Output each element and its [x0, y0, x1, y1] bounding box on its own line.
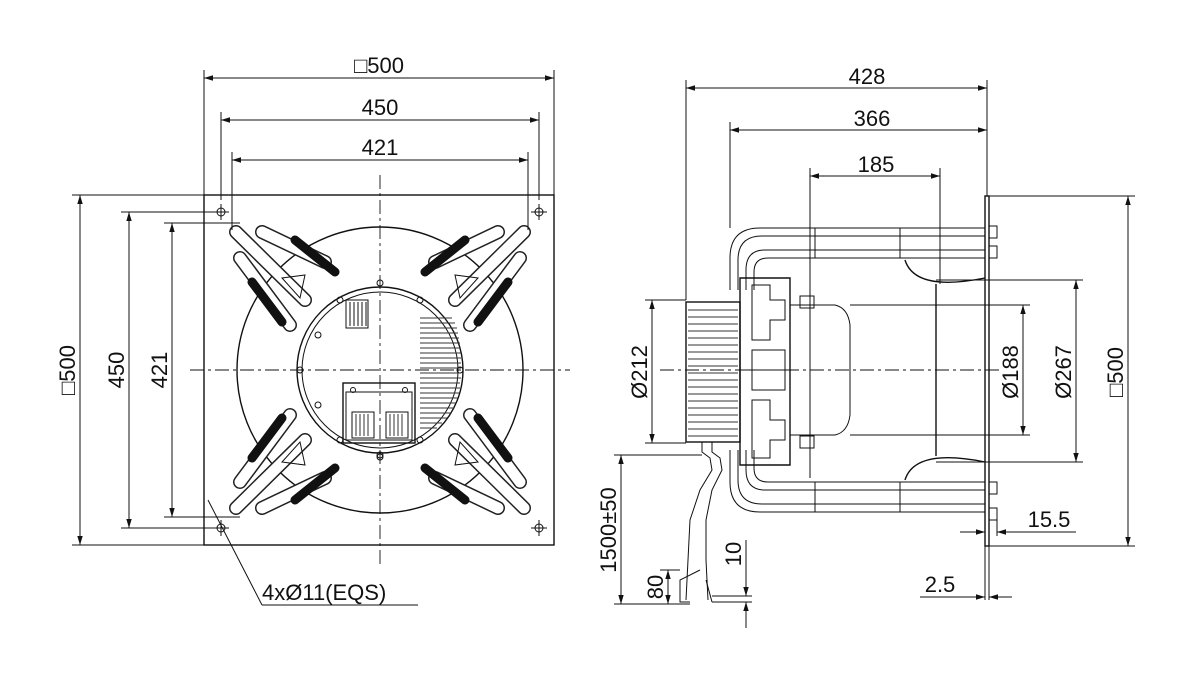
terminal-box [342, 382, 416, 459]
dim-2-5: 2.5 [925, 572, 956, 597]
dim-15-5: 15.5 [1028, 507, 1071, 532]
dim-left-inner: 421 [147, 352, 172, 389]
mounting-holes [213, 204, 547, 536]
left-dimensions [72, 194, 240, 546]
heat-sink-fins [420, 317, 461, 429]
dim-cable: 1500±50 [596, 487, 621, 573]
dim-top-mid: 450 [362, 95, 399, 120]
dim-10-lines [712, 540, 752, 628]
side-view: 428 366 185 Ø212 Ø188 Ø267 □500 15.5 [596, 64, 1135, 628]
dim-top-inner: 421 [362, 135, 399, 160]
front-view: □500 450 421 □500 450 421 4xØ11(EQS) [55, 53, 570, 606]
right-dimensions [850, 195, 1135, 547]
dim-d188: Ø188 [998, 345, 1023, 399]
frame-tubes [729, 227, 985, 513]
side-top-dimensions [685, 80, 988, 300]
motor-screw-holes [296, 279, 464, 461]
dim-185: 185 [858, 152, 895, 177]
hole-callout: 4xØ11(EQS) [262, 580, 386, 605]
dim-500-side: □500 [1103, 347, 1128, 397]
dim-15-5-lines [960, 514, 1076, 536]
side-plate [984, 195, 990, 547]
dim-left-outer: □500 [55, 345, 80, 395]
dim-2-5-lines [920, 546, 1012, 600]
motor-housing [685, 277, 815, 466]
motor-inner-circle [301, 291, 459, 449]
dim-left-mid: 450 [104, 352, 129, 389]
dim-d267: Ø267 [1051, 345, 1076, 399]
dim-428: 428 [849, 64, 886, 89]
support-struts [229, 225, 531, 515]
hole-callout-leader [207, 499, 418, 606]
dim-d212: Ø212 [627, 345, 652, 399]
outer-ring [236, 226, 524, 514]
dim-cable-lines [614, 454, 702, 605]
cable [679, 442, 723, 603]
top-vent [345, 299, 369, 329]
dim-d212-lines [645, 299, 686, 444]
dim-366: 366 [854, 106, 891, 131]
dim-80: 80 [643, 575, 668, 599]
top-dimensions [203, 70, 555, 230]
plate-bolts [988, 225, 998, 521]
dim-10: 10 [721, 542, 746, 566]
dim-80-lines [660, 569, 680, 604]
dim-top-outer: □500 [354, 53, 404, 78]
